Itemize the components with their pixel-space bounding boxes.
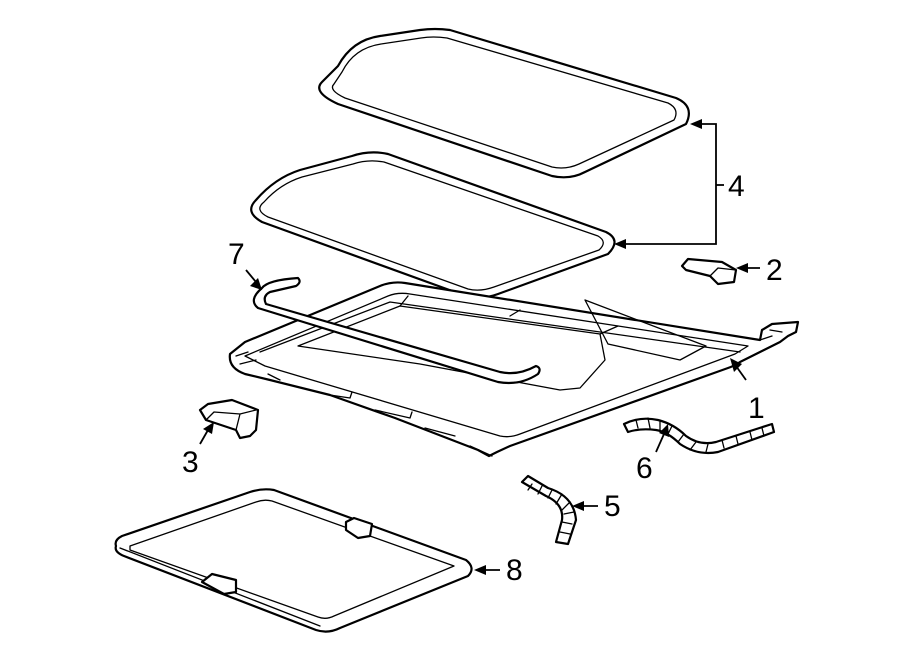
callout-8: 8 bbox=[506, 554, 523, 587]
callout-7: 7 bbox=[228, 238, 245, 271]
callout-4: 4 bbox=[728, 170, 745, 203]
sunshade-part-8 bbox=[114, 488, 473, 633]
wind-deflector-seal bbox=[252, 276, 541, 385]
callout-2: 2 bbox=[766, 254, 783, 287]
callout-3: 3 bbox=[182, 446, 199, 479]
callout-5: 5 bbox=[604, 490, 621, 523]
drain-hose-short bbox=[520, 474, 578, 546]
bracket-part-3 bbox=[198, 398, 260, 440]
glass-seal-frame bbox=[250, 151, 616, 299]
glass-panel-upper bbox=[318, 27, 690, 179]
drain-hose-long bbox=[622, 417, 776, 455]
callout-1: 1 bbox=[748, 392, 765, 425]
clip-part-2 bbox=[680, 257, 738, 286]
leader-lines bbox=[199, 119, 760, 575]
callout-6: 6 bbox=[636, 452, 653, 485]
sunroof-frame-housing bbox=[228, 281, 800, 458]
